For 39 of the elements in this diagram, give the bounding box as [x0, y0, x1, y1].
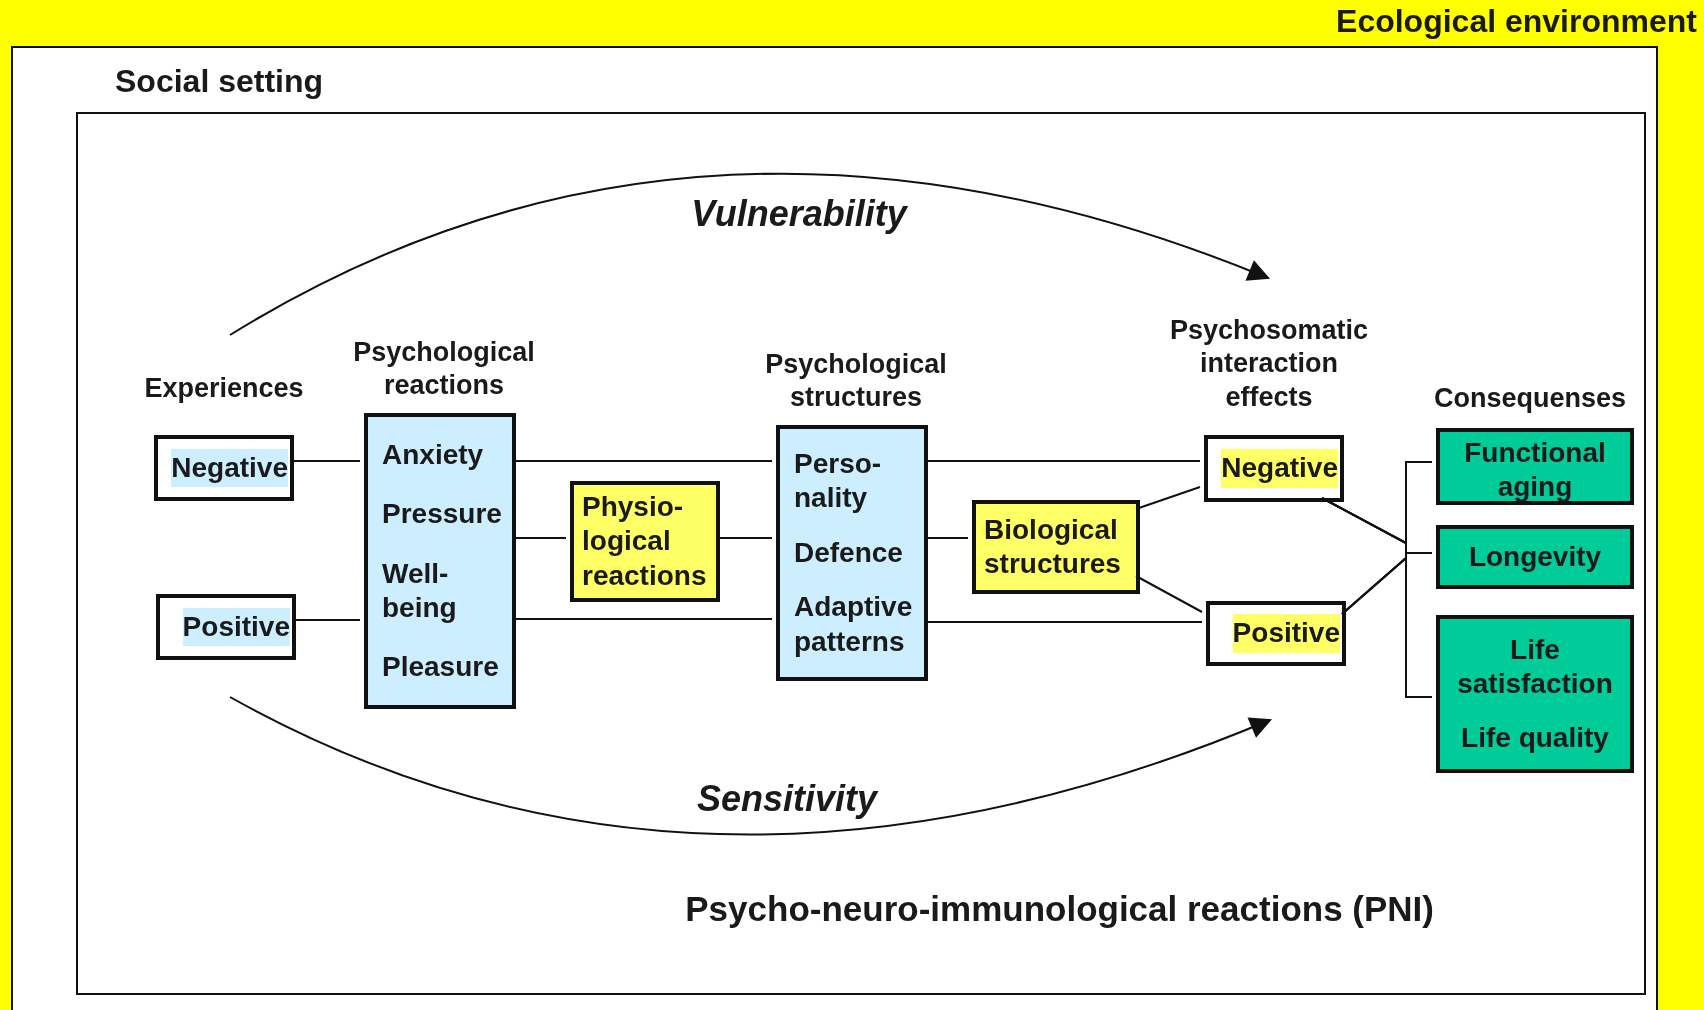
effect-label: Positive [182, 607, 290, 647]
effect-box [1206, 601, 1346, 666]
box-text: Biological structures [984, 512, 1122, 581]
box-text: Life quality [1460, 720, 1610, 755]
column-heading: Psychosomatic interaction effects [1168, 313, 1370, 414]
environment-heading: Ecological environment [1336, 2, 1697, 46]
connector-line [1135, 575, 1203, 613]
column-heading: Psychological reactions [352, 335, 536, 403]
column-heading: Psychological structures [764, 347, 948, 415]
list-item: Defence [794, 535, 904, 570]
pni-heading: Psycho-neuro-immunological reactions (PNI) [685, 888, 1434, 931]
box-text: Life satisfaction [1456, 632, 1614, 702]
effect-label: Negative [1221, 449, 1338, 488]
column-heading: Consequenses [1432, 382, 1628, 415]
list-item: Perso- nality [794, 447, 883, 516]
influence-label: Sensitivity [695, 776, 880, 821]
effect-box [154, 435, 294, 501]
effect-box [1204, 435, 1344, 502]
list-item: Adaptive patterns [794, 590, 914, 659]
consequence-box [1436, 428, 1634, 505]
connector-line [1135, 486, 1201, 510]
influence-label: Vulnerability [690, 191, 909, 236]
list-item: Pleasure [382, 650, 500, 685]
consequence-box [1436, 615, 1634, 773]
connector-line [1341, 555, 1433, 698]
effect-label: Negative [171, 448, 288, 488]
list-item: Well- being [382, 556, 458, 625]
physiological-box [570, 481, 720, 602]
setting-heading: Social setting [115, 62, 324, 101]
box-text: Physio- logical reactions [582, 490, 708, 593]
column-heading: Experiences [143, 372, 305, 405]
biological-box [972, 500, 1140, 594]
box-text: Functional aging [1463, 436, 1607, 505]
effect-box [156, 594, 296, 660]
effect-label: Positive [1232, 614, 1340, 653]
list-item: Anxiety [382, 437, 485, 472]
box-text: Longevity [1467, 539, 1603, 574]
consequence-box [1436, 525, 1634, 589]
list-item: Pressure [382, 497, 502, 532]
